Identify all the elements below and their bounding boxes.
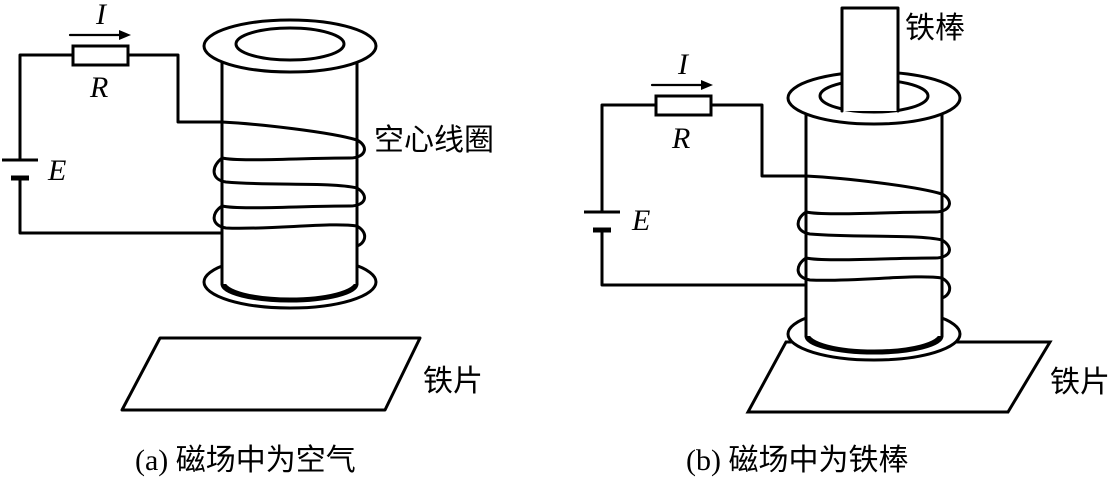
- coil-b-cylinder: [804, 98, 944, 355]
- plate-label-a: 铁片: [423, 364, 483, 399]
- coil-label-a: 空心线圈: [374, 123, 494, 158]
- resistor-b: [654, 94, 713, 117]
- panel-b: I R E 铁棒 铁片 (b) 磁场中为铁棒: [584, 6, 1110, 477]
- coil-a-cylinder: [220, 46, 359, 303]
- coil-a-top-flange: [202, 18, 378, 74]
- iron-rod: [840, 6, 900, 113]
- circuit-b-wires: [600, 103, 808, 287]
- caption-a: (a) 磁场中为空气: [135, 444, 356, 477]
- battery-a: [2, 158, 38, 181]
- resistor-a: [71, 44, 130, 67]
- coil-a-windings: [212, 120, 367, 248]
- emf-label-b: E: [631, 204, 650, 237]
- emf-label-a: E: [47, 154, 66, 187]
- rod-label: 铁棒: [905, 11, 965, 46]
- current-label-b: I: [677, 48, 690, 81]
- caption-b: (b) 磁场中为铁棒: [686, 444, 908, 477]
- current-label-a: I: [95, 0, 108, 31]
- current-arrow-b: [650, 80, 713, 90]
- coil-b-windings: [796, 174, 952, 300]
- iron-plate-a: [120, 336, 422, 412]
- panel-a: I R E 空心线圈 铁片 (a) 磁场中为空气: [2, 0, 494, 477]
- battery-b: [584, 210, 620, 233]
- circuit-a-wires: [18, 53, 224, 235]
- resistor-label-b: R: [671, 122, 690, 155]
- resistor-label-a: R: [89, 71, 108, 104]
- current-arrow-a: [68, 30, 131, 40]
- iron-plate-b: [745, 340, 1053, 414]
- plate-label-b: 铁片: [1050, 365, 1110, 400]
